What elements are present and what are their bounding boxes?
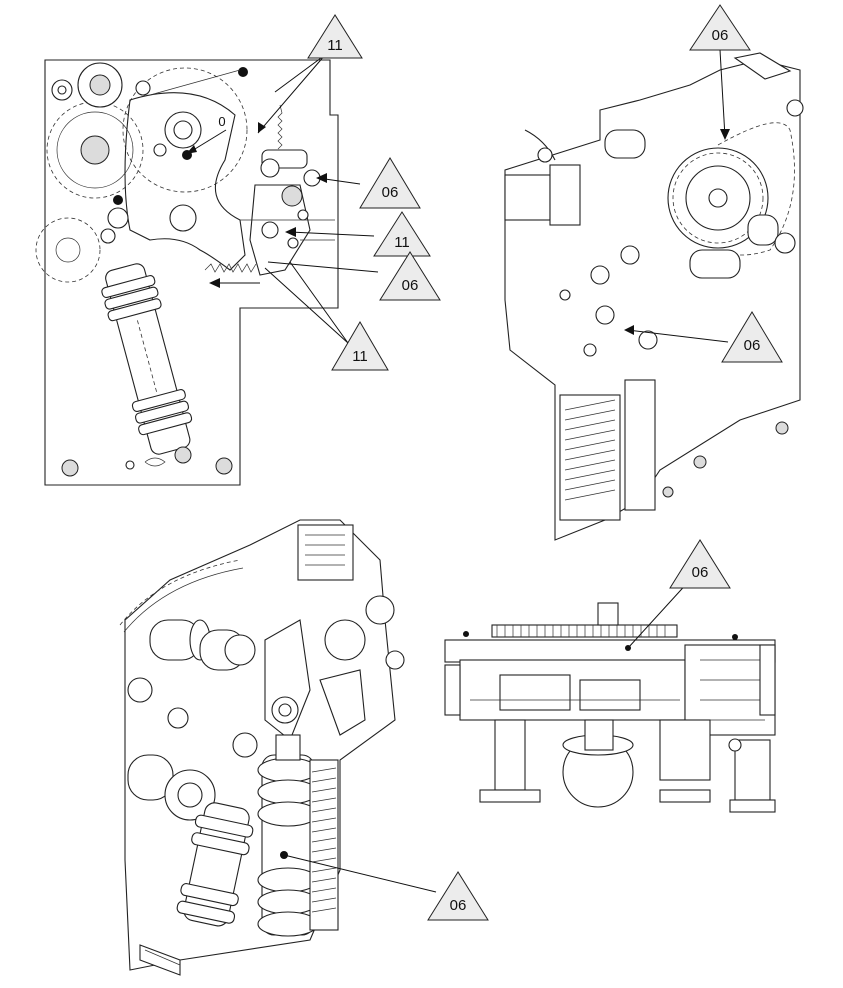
callout-triangle (379, 251, 441, 301)
callout-label: 11 (394, 234, 410, 251)
view-bottom-right (444, 602, 776, 813)
arrowhead (285, 227, 296, 237)
arrowhead (258, 122, 266, 133)
arrowhead (316, 173, 327, 183)
leader-line (264, 267, 349, 344)
leader-line (627, 329, 729, 343)
view-bottom-left (119, 519, 405, 976)
arrowhead (186, 145, 197, 154)
leader-line (719, 49, 726, 138)
callout-c9: 06 (427, 871, 489, 921)
callout-c1: 11 (307, 14, 363, 59)
callout-c3: 11 (373, 211, 431, 257)
callout-label: 11 (327, 37, 343, 54)
callout-c4: 06 (379, 251, 441, 301)
leader-lines (186, 49, 730, 893)
leader-line (267, 261, 379, 273)
leader-dot (625, 645, 631, 651)
callout-label: 06 (402, 277, 419, 294)
callout-triangle (721, 311, 783, 363)
leader-line (627, 579, 691, 649)
callout-triangle (669, 539, 731, 589)
leader-line (289, 231, 375, 237)
callout-triangle (359, 157, 421, 209)
callout-label: 06 (382, 184, 399, 201)
leader-line (189, 129, 227, 153)
leader-line (274, 54, 326, 93)
callout-label: 06 (692, 564, 709, 581)
leader-line (257, 54, 326, 134)
pointer-label: 0 (218, 114, 225, 129)
arrowhead (624, 325, 634, 335)
callout-c8: 06 (669, 539, 731, 589)
arrowhead (209, 278, 220, 288)
callout-c5: 11 (331, 321, 389, 371)
callout-triangle (373, 211, 431, 257)
callout-triangle (307, 14, 363, 59)
view-top-left (35, 59, 339, 486)
callout-label: 06 (744, 337, 761, 354)
callout-triangle (427, 871, 489, 921)
callout-label: 11 (352, 348, 368, 365)
callout-triangle (689, 4, 751, 51)
callout-c7: 06 (721, 311, 783, 363)
callout-label: 06 (712, 27, 729, 44)
callout-label: 06 (450, 897, 467, 914)
callout-triangle (331, 321, 389, 371)
arrowhead (720, 129, 730, 140)
callout-c6: 06 (689, 4, 751, 51)
callout-c2: 06 (359, 157, 421, 209)
view-top-right (504, 52, 804, 541)
leader-line (289, 261, 349, 344)
leader-line (283, 854, 437, 893)
